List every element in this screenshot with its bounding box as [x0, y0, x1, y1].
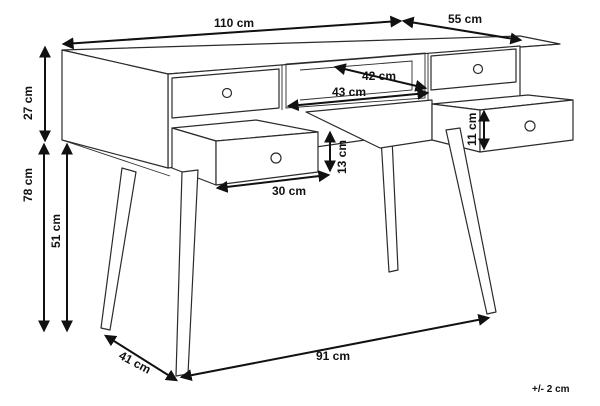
leg-back-left — [100, 167, 137, 331]
label-leg-depth: 41 cm — [117, 348, 154, 376]
label-leg-width: 91 cm — [316, 349, 350, 363]
label-drawer-height-right: 11 cm — [465, 113, 479, 146]
label-top-height: 27 cm — [21, 86, 35, 120]
label-total-height: 78 cm — [21, 168, 35, 202]
knob-right-open — [524, 120, 536, 132]
desk-illustration — [61, 35, 574, 377]
knob-top-right — [472, 63, 484, 75]
dimension-lines — [38, 15, 523, 382]
dim-shelf-width-arrow — [286, 87, 430, 112]
leg-front-left — [175, 169, 199, 377]
label-depth-top: 55 cm — [448, 12, 482, 26]
knob-top-left — [221, 87, 233, 99]
side-panel-inner — [61, 139, 171, 177]
label-width-top: 110 cm — [214, 16, 254, 30]
dim-leg-depth-arrow — [103, 334, 179, 382]
leg-back-right — [380, 137, 399, 273]
dim-leg-width-arrow — [179, 313, 491, 382]
label-leg-height: 51 cm — [49, 214, 63, 248]
knob-left-open — [270, 152, 282, 164]
dim-width-top-arrow — [61, 15, 403, 50]
side-panel — [61, 49, 169, 169]
tolerance-note: +/- 2 cm — [532, 384, 570, 395]
label-drawer-height-left: 13 cm — [335, 140, 349, 174]
label-shelf-width: 43 cm — [332, 85, 366, 99]
leg-front-right — [445, 127, 497, 315]
dim-drawer-width-arrow — [215, 170, 331, 193]
dim-inner-width-arrow — [333, 63, 428, 92]
dimension-labels: 110 cm 55 cm 42 cm 43 cm 27 cm 78 cm 51 … — [21, 12, 570, 395]
dim-depth-top-arrow — [401, 16, 523, 45]
label-inner-width: 42 cm — [362, 69, 396, 83]
label-drawer-width: 30 cm — [272, 184, 306, 198]
